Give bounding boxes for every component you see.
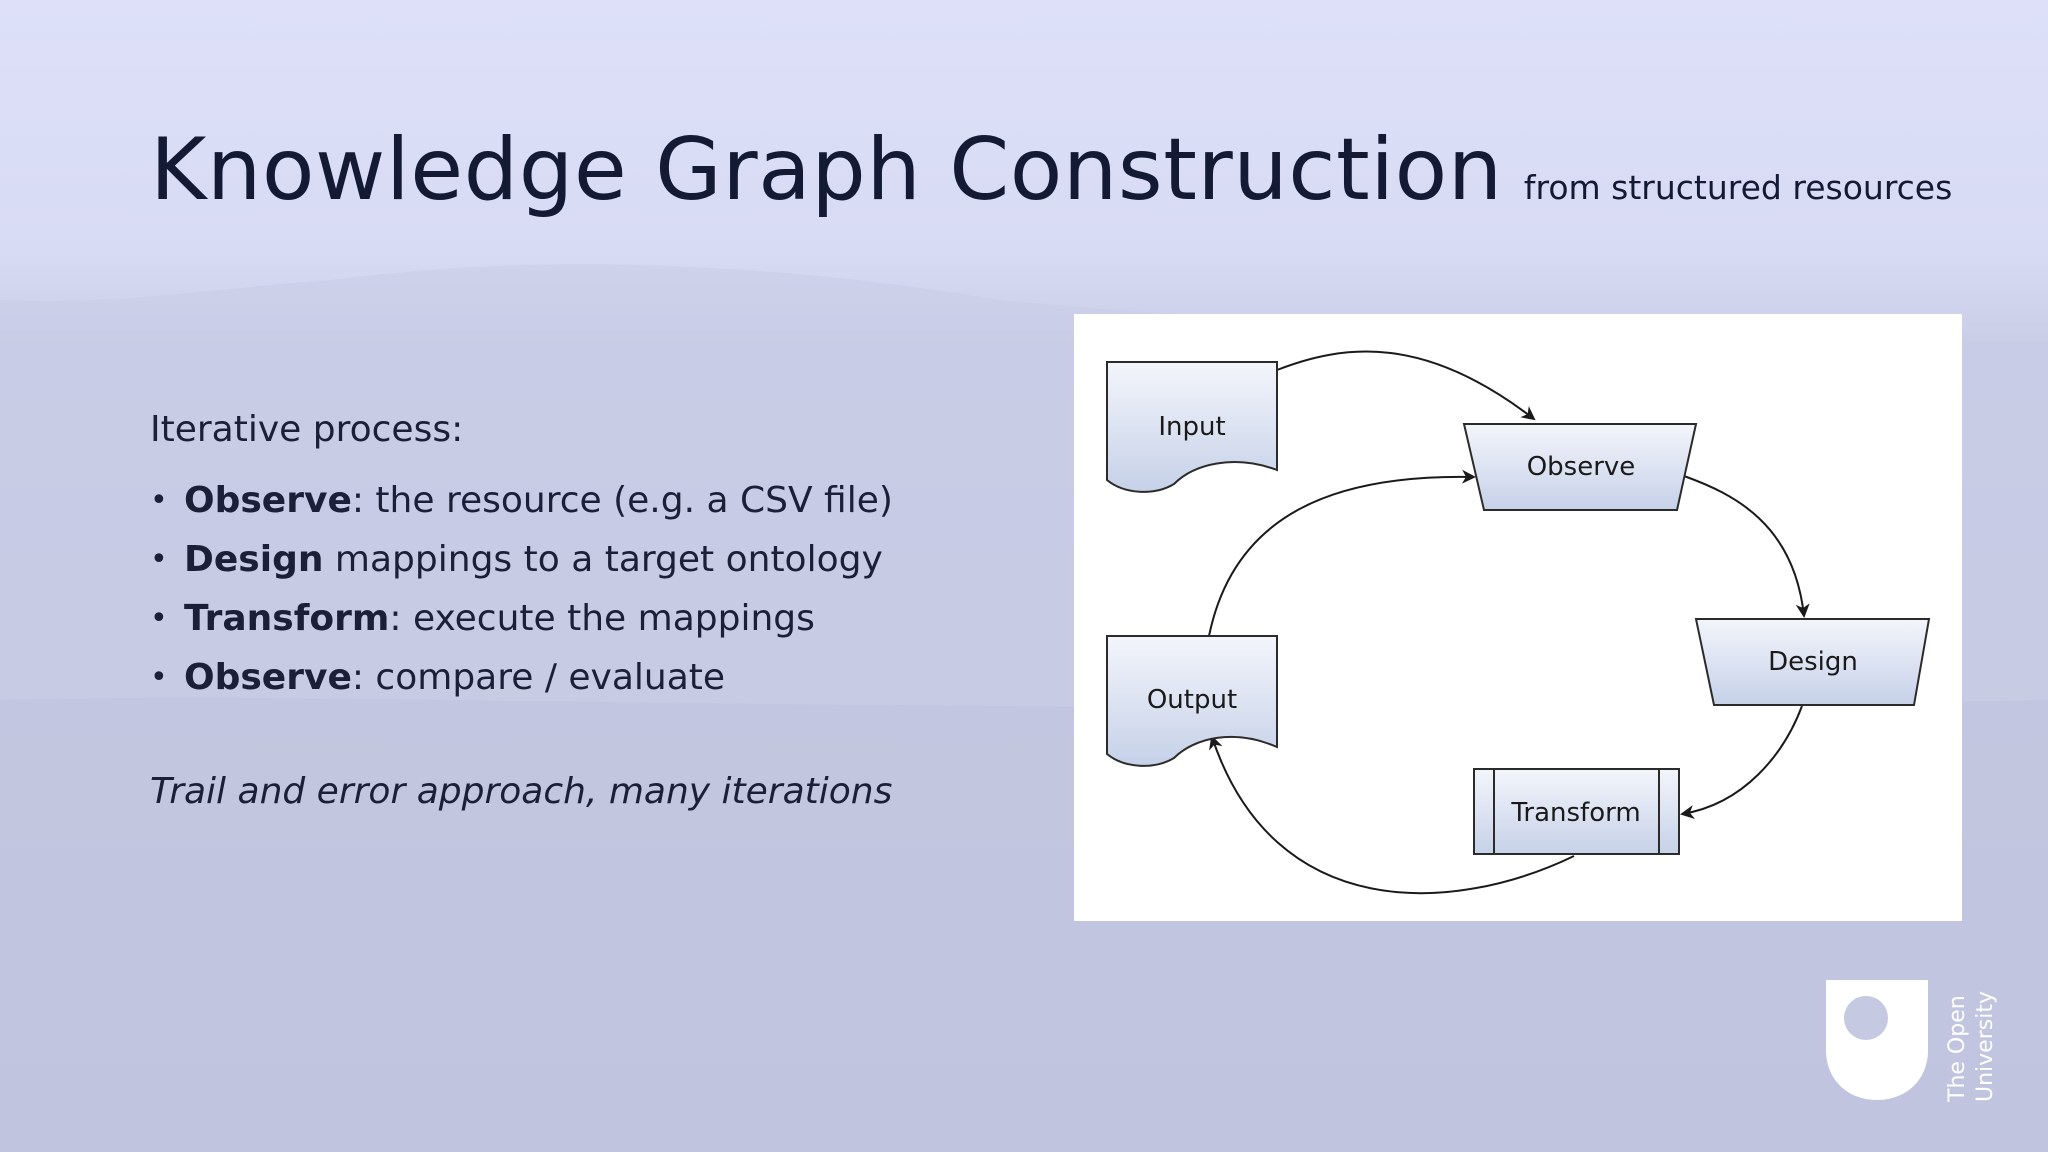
node-label-transform: Transform xyxy=(1510,798,1640,828)
bullet-item: •Observe: compare / evaluate xyxy=(150,657,726,698)
title-subtitle: from structured resources xyxy=(1523,168,1953,207)
bullet-bold: Design xyxy=(184,539,324,580)
node-label-output: Output xyxy=(1147,685,1237,715)
node-design: Design xyxy=(1694,618,1931,706)
edge-observe-design xyxy=(1683,475,1810,618)
bullet-rest: : the resource (e.g. a CSV file) xyxy=(351,480,893,521)
edge-design-transform xyxy=(1680,705,1803,819)
bullet-bold: Observe xyxy=(184,480,352,521)
edge-output-observe xyxy=(1208,469,1476,637)
bullet-rest: : compare / evaluate xyxy=(351,657,726,698)
bullet-rest: : execute the mappings xyxy=(389,598,815,639)
node-transform: Transform xyxy=(1473,768,1680,855)
node-output: Output xyxy=(1106,635,1278,767)
bullet-bold: Transform xyxy=(184,598,390,639)
slide-title: Knowledge Graph Construction from struct… xyxy=(150,120,1952,220)
logo-line2: University xyxy=(1973,991,1998,1102)
node-label-input: Input xyxy=(1158,412,1225,442)
logo-line1: The Open xyxy=(1945,995,1970,1102)
open-university-shield-icon xyxy=(1826,980,1928,1100)
intro-text: Iterative process: xyxy=(150,409,464,450)
node-label-design: Design xyxy=(1768,647,1858,677)
bullet-bold: Observe xyxy=(184,657,352,698)
bullet-item: •Observe: the resource (e.g. a CSV file) xyxy=(150,480,893,521)
bullet-list: •Observe: the resource (e.g. a CSV file)… xyxy=(150,471,1080,707)
note-text: Trail and error approach, many iteration… xyxy=(150,771,893,812)
edge-input-observe xyxy=(1276,350,1536,421)
bullet-item: •Design mappings to a target ontology xyxy=(150,539,883,580)
bullet-item: •Transform: execute the mappings xyxy=(150,598,815,639)
edge-transform-output xyxy=(1209,735,1575,895)
bullet-rest: mappings to a target ontology xyxy=(323,539,883,580)
title-main: Knowledge Graph Construction xyxy=(150,120,1503,220)
process-diagram: Input Observe Design Transform Output xyxy=(1074,314,1962,921)
logo-wordmark: The Open University xyxy=(1945,991,1998,1102)
node-label-observe: Observe xyxy=(1527,452,1636,482)
node-observe: Observe xyxy=(1462,423,1698,511)
bullet-content: Iterative process: •Observe: the resourc… xyxy=(150,405,1080,817)
node-input: Input xyxy=(1106,361,1278,493)
